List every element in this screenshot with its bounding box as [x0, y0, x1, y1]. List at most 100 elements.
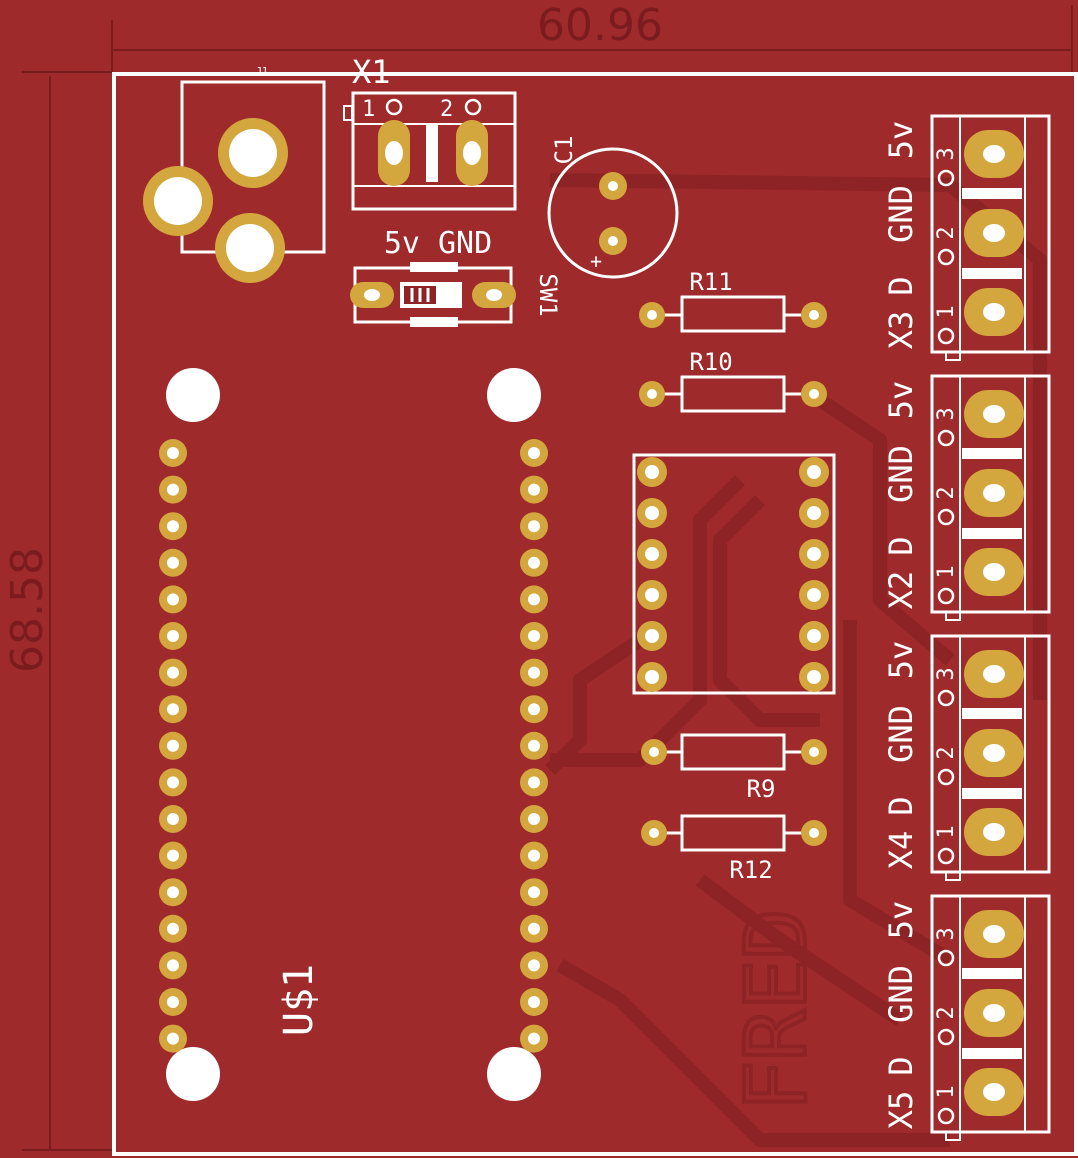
header-pin — [520, 1024, 548, 1053]
header-pin — [520, 914, 548, 943]
connector-label-top: 5v — [882, 901, 920, 940]
connector-pad — [964, 650, 1024, 698]
connector-label-mid: GND — [882, 445, 920, 503]
connector-pin-number: 3 — [934, 667, 959, 680]
resistor-r12: R12 — [641, 814, 827, 884]
header-pin — [159, 475, 187, 504]
c1-label: C1 — [550, 136, 578, 165]
header-pin — [159, 841, 187, 870]
header-pin — [520, 695, 548, 724]
header-pin — [159, 878, 187, 907]
dip-pin — [637, 498, 667, 528]
header-pin — [520, 805, 548, 833]
header-pin — [159, 805, 187, 833]
x1-pin2-label: 2 — [440, 97, 453, 122]
header-pin — [159, 548, 187, 577]
connector-pin-number: 1 — [934, 565, 959, 578]
header-pin — [520, 878, 548, 907]
dip-pin — [799, 621, 829, 651]
board-outline — [112, 72, 1078, 1156]
header-pin — [159, 951, 187, 980]
header-pin — [520, 475, 548, 504]
x1-terminal: X1 1 2 — [343, 53, 517, 211]
connector-pad — [964, 209, 1024, 257]
connector-label-top: 5v — [882, 641, 920, 680]
r12-label: R12 — [729, 856, 772, 884]
header-pin — [520, 768, 548, 797]
connector-label-bot: D — [882, 1056, 920, 1075]
header-pin — [159, 768, 187, 797]
header-pin — [520, 951, 548, 980]
dip-ic-socket — [632, 453, 836, 695]
header-pin — [159, 512, 187, 541]
dip-pin — [637, 580, 667, 610]
connector-label-bot: D — [882, 276, 920, 295]
copper-traces — [545, 173, 1047, 1147]
connector-label-top: 5v — [882, 121, 920, 160]
connector-pad — [964, 130, 1024, 178]
j1-label: J1 — [256, 66, 268, 77]
connector-pin-number: 3 — [934, 147, 959, 160]
height-dimension-label: 68.58 — [2, 547, 53, 673]
header-pin — [159, 731, 187, 760]
header-pin — [520, 658, 548, 687]
connector-pad — [964, 808, 1024, 856]
connector-pin-number: 2 — [934, 1006, 959, 1019]
connector-label-mid: GND — [882, 185, 920, 243]
header-pin — [520, 512, 548, 541]
resistor-r11: R11 — [639, 268, 827, 333]
dip-pin — [637, 539, 667, 569]
connector-name: X2 — [882, 571, 920, 610]
mounting-hole — [487, 1047, 541, 1101]
dimension-markers — [22, 5, 1073, 1151]
fred-copper-text: FRED — [727, 909, 825, 1111]
connector-pad — [964, 729, 1024, 777]
connector-label-bot: D — [882, 796, 920, 815]
c1-plus-label: + — [590, 249, 602, 273]
connector-name: X4 — [882, 831, 920, 870]
resistor-r9: R9 — [641, 733, 827, 803]
dip-pin — [637, 662, 667, 692]
r10-label: R10 — [689, 348, 732, 376]
r11-label: R11 — [689, 268, 732, 296]
dip-pin — [637, 457, 667, 487]
connector-pin-number: 1 — [934, 305, 959, 318]
connector-pin-number: 3 — [934, 407, 959, 420]
connector-pad — [964, 910, 1024, 958]
connector-name: X5 — [882, 1091, 920, 1130]
connector-pin-number: 3 — [934, 927, 959, 940]
connector-pad — [964, 288, 1024, 336]
dip-pin — [799, 580, 829, 610]
c1-capacitor: C1 + — [547, 136, 679, 279]
resistor-r10: R10 — [639, 348, 827, 413]
mounting-hole — [166, 368, 220, 422]
connector-pin-number: 2 — [934, 486, 959, 499]
header-pin — [159, 658, 187, 687]
connector-label-mid: GND — [882, 705, 920, 763]
connector-pin-number: 1 — [934, 1085, 959, 1098]
header-pin — [159, 439, 187, 467]
x1-pin1-label: 1 — [362, 97, 375, 122]
connector-pin-number: 1 — [934, 825, 959, 838]
header-pin — [159, 1024, 187, 1053]
u1-label: U$1 — [276, 964, 322, 1036]
connector-pad — [964, 989, 1024, 1037]
sw1-label: SW1 — [534, 273, 562, 316]
j1-power-jack: J1 — [143, 66, 326, 283]
dip-pin — [799, 539, 829, 569]
width-dimension-label: 60.96 — [537, 0, 663, 51]
sw1-slide-switch: 5v GND SW1 — [350, 226, 562, 327]
header-pin — [159, 585, 187, 614]
connector-pad — [964, 1068, 1024, 1116]
header-pin — [159, 622, 187, 650]
connector-pad — [964, 548, 1024, 596]
connector-pin-number: 2 — [934, 746, 959, 759]
mounting-hole — [166, 1047, 220, 1101]
sw-label: 5v GND — [384, 226, 492, 261]
header-pin — [159, 695, 187, 724]
connector-label-top: 5v — [882, 381, 920, 420]
